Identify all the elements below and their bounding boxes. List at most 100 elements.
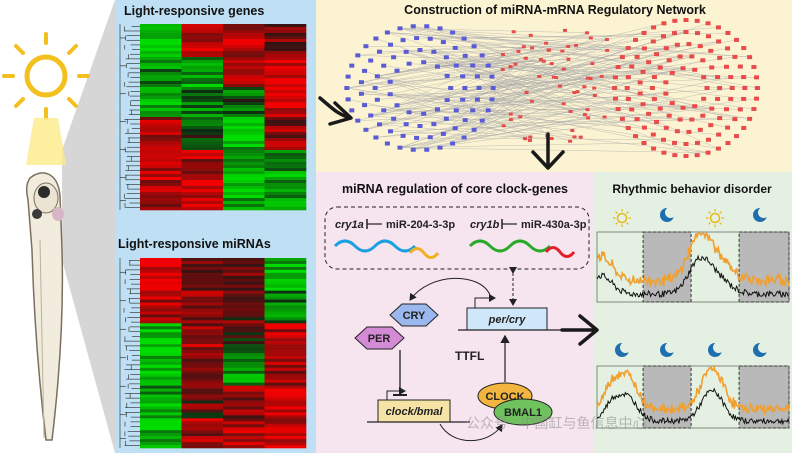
mrna-node <box>557 84 562 88</box>
heatmap-cell <box>223 287 265 291</box>
mirna-node <box>421 111 427 116</box>
mrna-node <box>538 58 543 62</box>
heatmap-cell <box>264 75 307 79</box>
heatmap-cell <box>264 275 307 280</box>
mrna-node <box>661 21 667 26</box>
mrna-node <box>551 75 556 79</box>
mirna-node <box>387 92 393 97</box>
bmal1-label: BMAL1 <box>504 407 542 419</box>
heatmap-cell <box>264 90 307 94</box>
mrna-node <box>729 86 735 90</box>
heatmap-cell <box>264 57 307 61</box>
mrna-node <box>697 44 703 49</box>
mrna-node <box>697 127 703 132</box>
heatmap-cell <box>223 308 265 312</box>
heatmap-cell <box>264 120 307 124</box>
mrna-node <box>640 102 646 107</box>
heatmap-cell <box>140 147 182 151</box>
genes-dendrogram <box>119 24 140 210</box>
mrna-node <box>560 49 565 53</box>
heatmap-cell <box>181 120 224 124</box>
heatmap-cell <box>223 382 265 386</box>
heatmap-cell <box>181 207 224 211</box>
heatmap-cell <box>181 344 224 348</box>
heatmap-cell <box>223 135 265 139</box>
mrna-node <box>741 46 747 51</box>
heatmap-cell <box>140 379 182 383</box>
heatmap-cell <box>140 367 182 372</box>
heatmap-cell <box>264 63 307 67</box>
heatmap-cell <box>264 159 307 163</box>
network-edge <box>390 92 575 95</box>
heatmap-cell <box>140 353 182 357</box>
mrna-node <box>521 45 526 49</box>
mirna-node <box>461 135 467 140</box>
mrna-node <box>672 31 678 36</box>
heatmap-cell <box>264 168 307 172</box>
heatmap-cell <box>264 138 307 142</box>
night-shade <box>738 365 790 429</box>
flow-arrow-to-network <box>318 96 353 126</box>
mrna-node <box>529 99 534 103</box>
heatmap-cell <box>223 385 265 389</box>
heatmap-cell <box>223 186 265 190</box>
mrna-node <box>742 86 748 90</box>
mrna-node <box>528 135 533 139</box>
heatmap-cell <box>181 72 224 76</box>
mirna-node <box>388 129 393 134</box>
heatmap-cell <box>223 272 265 277</box>
mirna-node <box>377 122 383 127</box>
mrna-node <box>566 44 571 48</box>
mrna-node <box>546 48 551 52</box>
mirnas-dendrogram <box>119 258 140 448</box>
heatmap-cell <box>181 105 224 109</box>
mrna-node <box>700 58 706 63</box>
heatmap-cell <box>181 168 224 172</box>
mrna-node <box>615 107 621 112</box>
network-edge <box>482 39 608 121</box>
mirna-node <box>400 133 406 138</box>
heatmap-cell <box>181 189 224 193</box>
mrna-node <box>582 85 587 89</box>
heatmap-cell <box>223 93 265 97</box>
heatmap-cell <box>264 117 307 121</box>
mrna-node <box>612 86 618 90</box>
mrna-node <box>629 64 635 69</box>
heatmap-cell <box>264 344 307 348</box>
heatmap-cell <box>223 412 265 416</box>
heatmap-cell <box>140 272 182 277</box>
network-edge <box>439 56 681 148</box>
mirna-node <box>349 108 355 113</box>
heatmap-cell <box>181 421 224 425</box>
mirna-node <box>372 86 378 90</box>
heatmap-cell <box>264 24 307 28</box>
heatmap-cell <box>223 299 265 303</box>
mirna-node <box>358 80 364 85</box>
mrna-node <box>602 115 607 119</box>
heatmap-cell <box>264 305 307 309</box>
heatmap-cell <box>223 51 265 55</box>
heatmap-cell <box>264 177 307 181</box>
network-edge <box>452 32 750 58</box>
heatmap-cell <box>223 353 265 357</box>
heatmap-cell <box>264 418 307 422</box>
network-edge <box>370 87 733 116</box>
network-edge <box>446 118 581 138</box>
heatmap-cell <box>223 376 265 381</box>
heatmap-cell <box>140 180 182 184</box>
heatmap-cell <box>264 266 307 271</box>
heatmap-cell <box>223 102 265 106</box>
heatmap-cell <box>140 45 182 49</box>
heatmap-cell <box>264 442 307 446</box>
heatmap-cell <box>181 51 224 55</box>
heatmap-cell <box>264 379 307 383</box>
mrna-node <box>717 55 723 60</box>
mrna-node <box>508 112 513 116</box>
heatmap-cell <box>181 355 224 360</box>
mrna-node <box>528 33 533 37</box>
heatmap-cell <box>223 400 265 404</box>
heatmap-cell <box>264 87 307 91</box>
heatmap-cell <box>223 42 265 46</box>
mirna-node <box>388 42 393 47</box>
heatmap-cell <box>264 436 307 440</box>
